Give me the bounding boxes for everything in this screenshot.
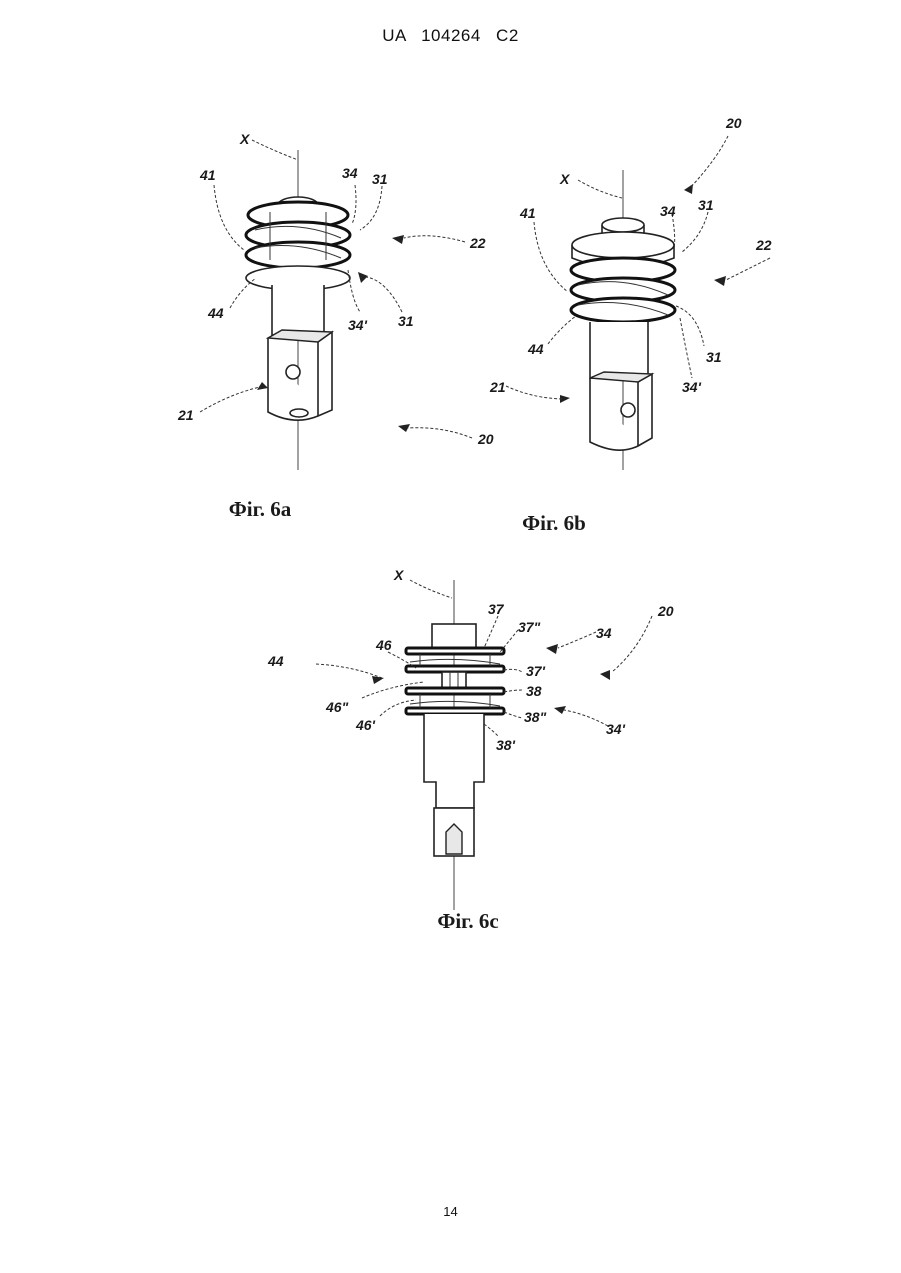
page-header: UA 104264 C2 bbox=[0, 26, 901, 46]
label-20: 20 bbox=[657, 603, 674, 619]
label-44: 44 bbox=[267, 653, 284, 669]
label-31-top: 31 bbox=[372, 171, 388, 187]
label-37: 37 bbox=[488, 601, 505, 617]
label-38-prime: 38' bbox=[496, 737, 516, 753]
figure-6b-drawing: 20 X 34 31 41 22 44 31 21 34' Фіг. 6b bbox=[480, 110, 800, 540]
label-34-prime: 34' bbox=[682, 379, 702, 395]
plate-37-prime bbox=[406, 666, 504, 672]
lower-block bbox=[268, 332, 332, 420]
shaft bbox=[590, 322, 648, 378]
plate-38 bbox=[406, 688, 504, 694]
bottom-hole bbox=[290, 409, 308, 417]
label-21: 21 bbox=[489, 379, 506, 395]
label-38-double-prime: 38" bbox=[524, 709, 547, 725]
figure-6c-drawing: X 37 37" 34 20 46 44 37' 38 46" 38" 46' … bbox=[260, 560, 680, 940]
shaft bbox=[272, 285, 324, 335]
pin-hole bbox=[621, 403, 635, 417]
page-number: 14 bbox=[0, 1204, 901, 1219]
label-37-double-prime: 37" bbox=[518, 619, 541, 635]
label-31-bottom: 31 bbox=[398, 313, 414, 329]
label-20: 20 bbox=[725, 115, 742, 131]
label-34: 34 bbox=[342, 165, 358, 181]
label-37-prime: 37' bbox=[526, 663, 546, 679]
pin-hole bbox=[286, 365, 300, 379]
label-22: 22 bbox=[755, 237, 772, 253]
figure-6c: X 37 37" 34 20 46 44 37' 38 46" 38" 46' … bbox=[260, 560, 680, 940]
figure-6a-drawing: X 41 34 31 22 44 34' 31 21 20 Фіг. 6а bbox=[160, 120, 520, 530]
figure-6b-caption: Фіг. 6b bbox=[522, 511, 586, 535]
body bbox=[424, 714, 484, 808]
figure-6b: 20 X 34 31 41 22 44 31 21 34' Фіг. 6b bbox=[480, 110, 800, 540]
label-46-prime: 46' bbox=[355, 717, 376, 733]
label-21: 21 bbox=[177, 407, 194, 423]
label-34-prime: 34' bbox=[606, 721, 626, 737]
center-core bbox=[442, 672, 466, 688]
label-38: 38 bbox=[526, 683, 542, 699]
top-stub-face bbox=[602, 218, 644, 232]
label-x: X bbox=[239, 131, 251, 147]
top-stub bbox=[432, 624, 476, 648]
figure-6a: X 41 34 31 22 44 34' 31 21 20 Фіг. 6а bbox=[160, 120, 520, 530]
plate-37 bbox=[406, 648, 504, 654]
label-46: 46 bbox=[375, 637, 392, 653]
label-34-prime: 34' bbox=[348, 317, 368, 333]
plate-38-prime bbox=[406, 708, 504, 714]
label-31-top: 31 bbox=[698, 197, 714, 213]
label-44: 44 bbox=[207, 305, 224, 321]
figure-6c-caption: Фіг. 6с bbox=[437, 909, 498, 933]
label-x: X bbox=[393, 567, 405, 583]
figure-6a-caption: Фіг. 6а bbox=[229, 497, 292, 521]
label-34: 34 bbox=[660, 203, 676, 219]
label-31-bottom: 31 bbox=[706, 349, 722, 365]
label-x: X bbox=[559, 171, 571, 187]
label-41: 41 bbox=[199, 167, 216, 183]
label-34: 34 bbox=[596, 625, 612, 641]
label-46-double-prime: 46" bbox=[325, 699, 349, 715]
label-41: 41 bbox=[519, 205, 536, 221]
ring-3 bbox=[571, 298, 675, 322]
label-44: 44 bbox=[527, 341, 544, 357]
